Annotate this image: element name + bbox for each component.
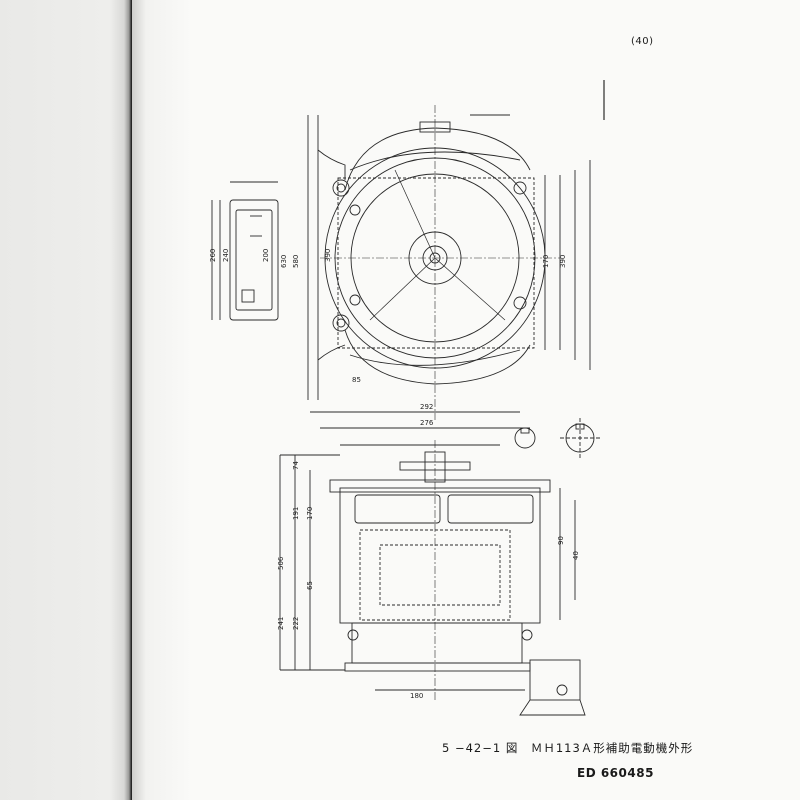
svg-text:90: 90 (557, 536, 565, 545)
document-page (132, 0, 800, 800)
svg-text:241: 241 (277, 617, 285, 630)
svg-text:40: 40 (572, 551, 580, 560)
svg-text:260: 260 (209, 249, 217, 262)
svg-text:240: 240 (222, 249, 230, 262)
svg-text:630: 630 (280, 255, 288, 268)
svg-text:191: 191 (292, 507, 300, 520)
svg-text:276: 276 (420, 419, 434, 427)
front-view (307, 105, 591, 446)
book-binding-shadow (0, 0, 132, 800)
svg-text:180: 180 (410, 692, 423, 700)
svg-text:292: 292 (420, 403, 433, 411)
cover-plate-view (211, 181, 279, 321)
side-view (279, 440, 586, 716)
svg-text:390: 390 (559, 255, 567, 268)
svg-text:506: 506 (277, 556, 285, 570)
svg-text:580: 580 (292, 255, 300, 268)
figure-caption: 5 −42−1 図 ＭＨ113Ａ形補助電動機外形 (442, 741, 694, 755)
svg-text:170: 170 (542, 255, 550, 268)
svg-text:74: 74 (292, 461, 300, 470)
document-id: ED 660485 (577, 766, 654, 780)
page-number: (40) (631, 36, 654, 47)
keyway-detail (514, 418, 600, 458)
svg-text:390: 390 (324, 249, 332, 262)
svg-text:222: 222 (292, 617, 300, 630)
svg-text:200: 200 (262, 249, 270, 262)
svg-text:170: 170 (306, 507, 314, 520)
svg-text:85: 85 (352, 376, 361, 384)
svg-text:65: 65 (306, 581, 314, 590)
